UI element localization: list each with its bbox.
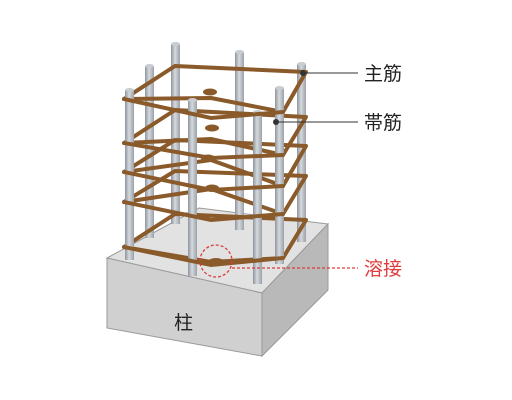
- hoop-rebars-front: [122, 97, 285, 268]
- label-hoop-rebar: 帯筋: [364, 112, 402, 134]
- main-rebar: [253, 112, 262, 284]
- weld-node: [203, 88, 217, 96]
- main-rebar-leader-dot: [300, 70, 306, 76]
- annotations: [199, 70, 358, 278]
- weld-node: [205, 124, 219, 132]
- hoop-front-segment: [122, 97, 285, 121]
- label-weld: 溶接: [364, 258, 402, 280]
- main-rebar: [145, 66, 154, 238]
- hoop-front-segment: [122, 245, 285, 268]
- main-rebar-top: [145, 64, 154, 68]
- main-rebar-top: [235, 50, 244, 54]
- label-main-rebar: 主筋: [364, 63, 402, 85]
- column-side-face: [261, 222, 329, 358]
- weld-highlight-circle: [199, 244, 233, 278]
- main-rebar: [275, 88, 284, 264]
- hoop-front-segment: [122, 170, 285, 193]
- main-rebar-top: [275, 86, 284, 90]
- main-rebar-top: [125, 88, 134, 92]
- main-rebar-top: [297, 62, 306, 66]
- hoop-front-segment: [122, 200, 285, 223]
- label-column: 柱: [174, 312, 193, 334]
- hoop-rebar-leader-dot: [273, 119, 279, 125]
- column-block: [105, 207, 330, 358]
- main-rebar: [171, 44, 180, 224]
- main-rebar-top: [171, 42, 180, 46]
- hoop-loop: [122, 64, 308, 114]
- hoop-front-segment: [122, 141, 285, 161]
- main-rebar-top: [188, 98, 197, 102]
